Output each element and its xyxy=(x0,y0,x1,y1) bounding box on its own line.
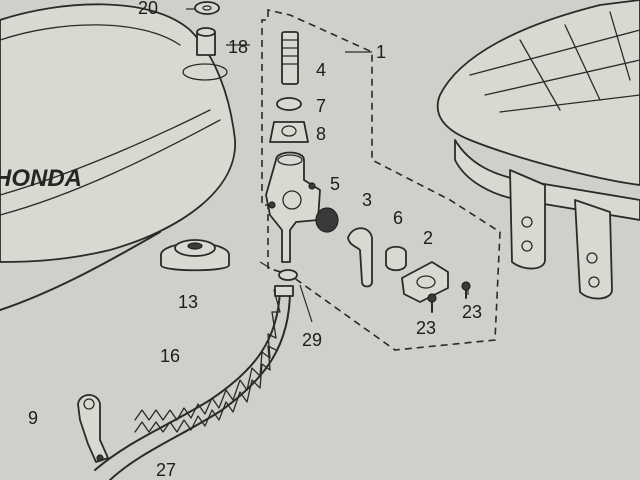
tank-brand-text: HONDA xyxy=(0,165,82,192)
part-2-plate xyxy=(401,261,449,303)
label-part-13: 13 xyxy=(178,292,198,312)
part-7-o-ring xyxy=(276,97,302,111)
part-5-strainer xyxy=(315,207,339,233)
label-part-29: 29 xyxy=(302,330,322,350)
callout-labels: 20 18 1 4 7 8 5 3 6 2 23 23 13 29 16 9 2… xyxy=(28,0,482,480)
fuel-tank: HONDA xyxy=(0,3,236,311)
part-18-grommet xyxy=(196,27,216,56)
part-27-fuel-tube xyxy=(94,285,294,480)
part-23-screw-b xyxy=(461,281,471,299)
part-9-clamp xyxy=(77,394,109,463)
part-8-nut xyxy=(269,121,309,143)
part-23-screw-a xyxy=(427,293,437,313)
seat-assembly xyxy=(436,0,640,300)
fuel-valve-body xyxy=(265,151,321,263)
label-part-2: 2 xyxy=(423,228,433,248)
part-20-washer xyxy=(194,1,220,15)
label-part-23-right: 23 xyxy=(462,302,482,322)
label-part-3: 3 xyxy=(362,190,372,210)
label-part-18: 18 xyxy=(228,37,248,57)
part-16-spring xyxy=(134,289,281,433)
label-part-9: 9 xyxy=(28,408,38,428)
part-13-cushion xyxy=(160,239,230,272)
label-part-27: 27 xyxy=(156,460,176,480)
label-part-7: 7 xyxy=(316,96,326,116)
part-29-clip xyxy=(278,269,298,281)
part-6-wave-washer xyxy=(385,245,407,272)
label-part-16: 16 xyxy=(160,346,180,366)
label-part-8: 8 xyxy=(316,124,326,144)
assembly-outline xyxy=(261,8,501,351)
part-4-filter-screen xyxy=(281,31,299,85)
part-3-lever xyxy=(347,227,373,288)
label-part-1: 1 xyxy=(376,42,386,62)
label-part-20: 20 xyxy=(138,0,158,18)
label-part-23-left: 23 xyxy=(416,318,436,338)
label-part-5: 5 xyxy=(330,174,340,194)
label-part-6: 6 xyxy=(393,208,403,228)
label-part-4: 4 xyxy=(316,60,326,80)
